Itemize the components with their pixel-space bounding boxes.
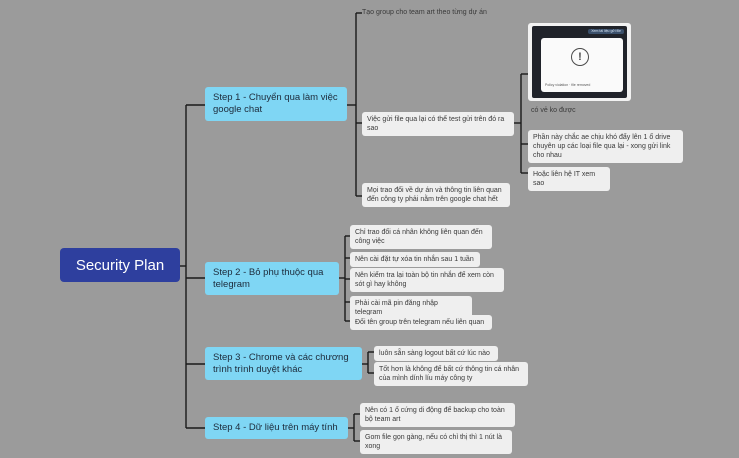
- step-4-item-1[interactable]: Nên có 1 ổ cứng di động để backup cho to…: [360, 403, 515, 427]
- step-1-label: Step 1 - Chuyển qua làm việc google chat: [213, 92, 338, 115]
- step-2-item-5[interactable]: Đổi tên group trên telegram nếu liên qua…: [350, 315, 492, 330]
- step-1-item-2[interactable]: Việc gửi file qua lại có thể test gửi tr…: [362, 112, 514, 136]
- step-2-topic[interactable]: Step 2 - Bỏ phụ thuộc qua telegram: [205, 262, 339, 295]
- step-2-item-2[interactable]: Nên cài đặt tự xóa tin nhắn sau 1 tuần: [350, 252, 480, 267]
- step-3-item-1[interactable]: luôn sẵn sàng logout bất cứ lúc nào: [374, 346, 498, 361]
- step-1-image-attachment[interactable]: Xem tài liệu gửi file ! Policy violation…: [528, 23, 631, 101]
- step-1-item-3[interactable]: Mọi trao đổi về dự án và thông tin liên …: [362, 183, 510, 207]
- step-2-item-3[interactable]: Nên kiểm tra lại toàn bộ tin nhắn để xem…: [350, 268, 504, 292]
- step-2-item-1[interactable]: Chỉ trao đổi cá nhân không liên quan đến…: [350, 225, 492, 249]
- warning-circle-icon: !: [571, 48, 589, 66]
- step-1-sub-item-2[interactable]: Hoặc liên hệ IT xem sao: [528, 167, 610, 191]
- thumbnail-screen: Xem tài liệu gửi file ! Policy violation…: [532, 26, 627, 98]
- thumbnail-dialog: ! Policy violation · file removed: [541, 38, 623, 92]
- step-1-topic[interactable]: Step 1 - Chuyển qua làm việc google chat: [205, 87, 347, 121]
- step-4-item-2[interactable]: Gom file gọn gàng, nếu có chỉ thị thì 1 …: [360, 430, 512, 454]
- thumbnail-button: Xem tài liệu gửi file: [588, 29, 624, 34]
- step-4-topic[interactable]: Step 4 - Dữ liệu trên máy tính: [205, 417, 348, 439]
- step-1-sub-item-1[interactable]: Phần này chắc ae chịu khó đẩy lên 1 ổ dr…: [528, 130, 683, 163]
- step-4-label: Step 4 - Dữ liệu trên máy tính: [213, 422, 338, 433]
- step-3-topic[interactable]: Step 3 - Chrome và các chương trình trìn…: [205, 347, 362, 380]
- step-3-item-2[interactable]: Tốt hơn là không để bất cứ thông tin cá …: [374, 362, 528, 386]
- step-1-item-1[interactable]: Tạo group cho team art theo từng dự án: [362, 9, 487, 16]
- thumbnail-footer: Policy violation · file removed: [545, 83, 591, 87]
- step-3-label: Step 3 - Chrome và các chương trình trìn…: [213, 351, 349, 375]
- root-topic[interactable]: Security Plan: [60, 248, 180, 282]
- step-2-label: Step 2 - Bỏ phụ thuộc qua telegram: [213, 266, 324, 290]
- step-1-image-caption[interactable]: có vẻ ko được: [531, 107, 576, 114]
